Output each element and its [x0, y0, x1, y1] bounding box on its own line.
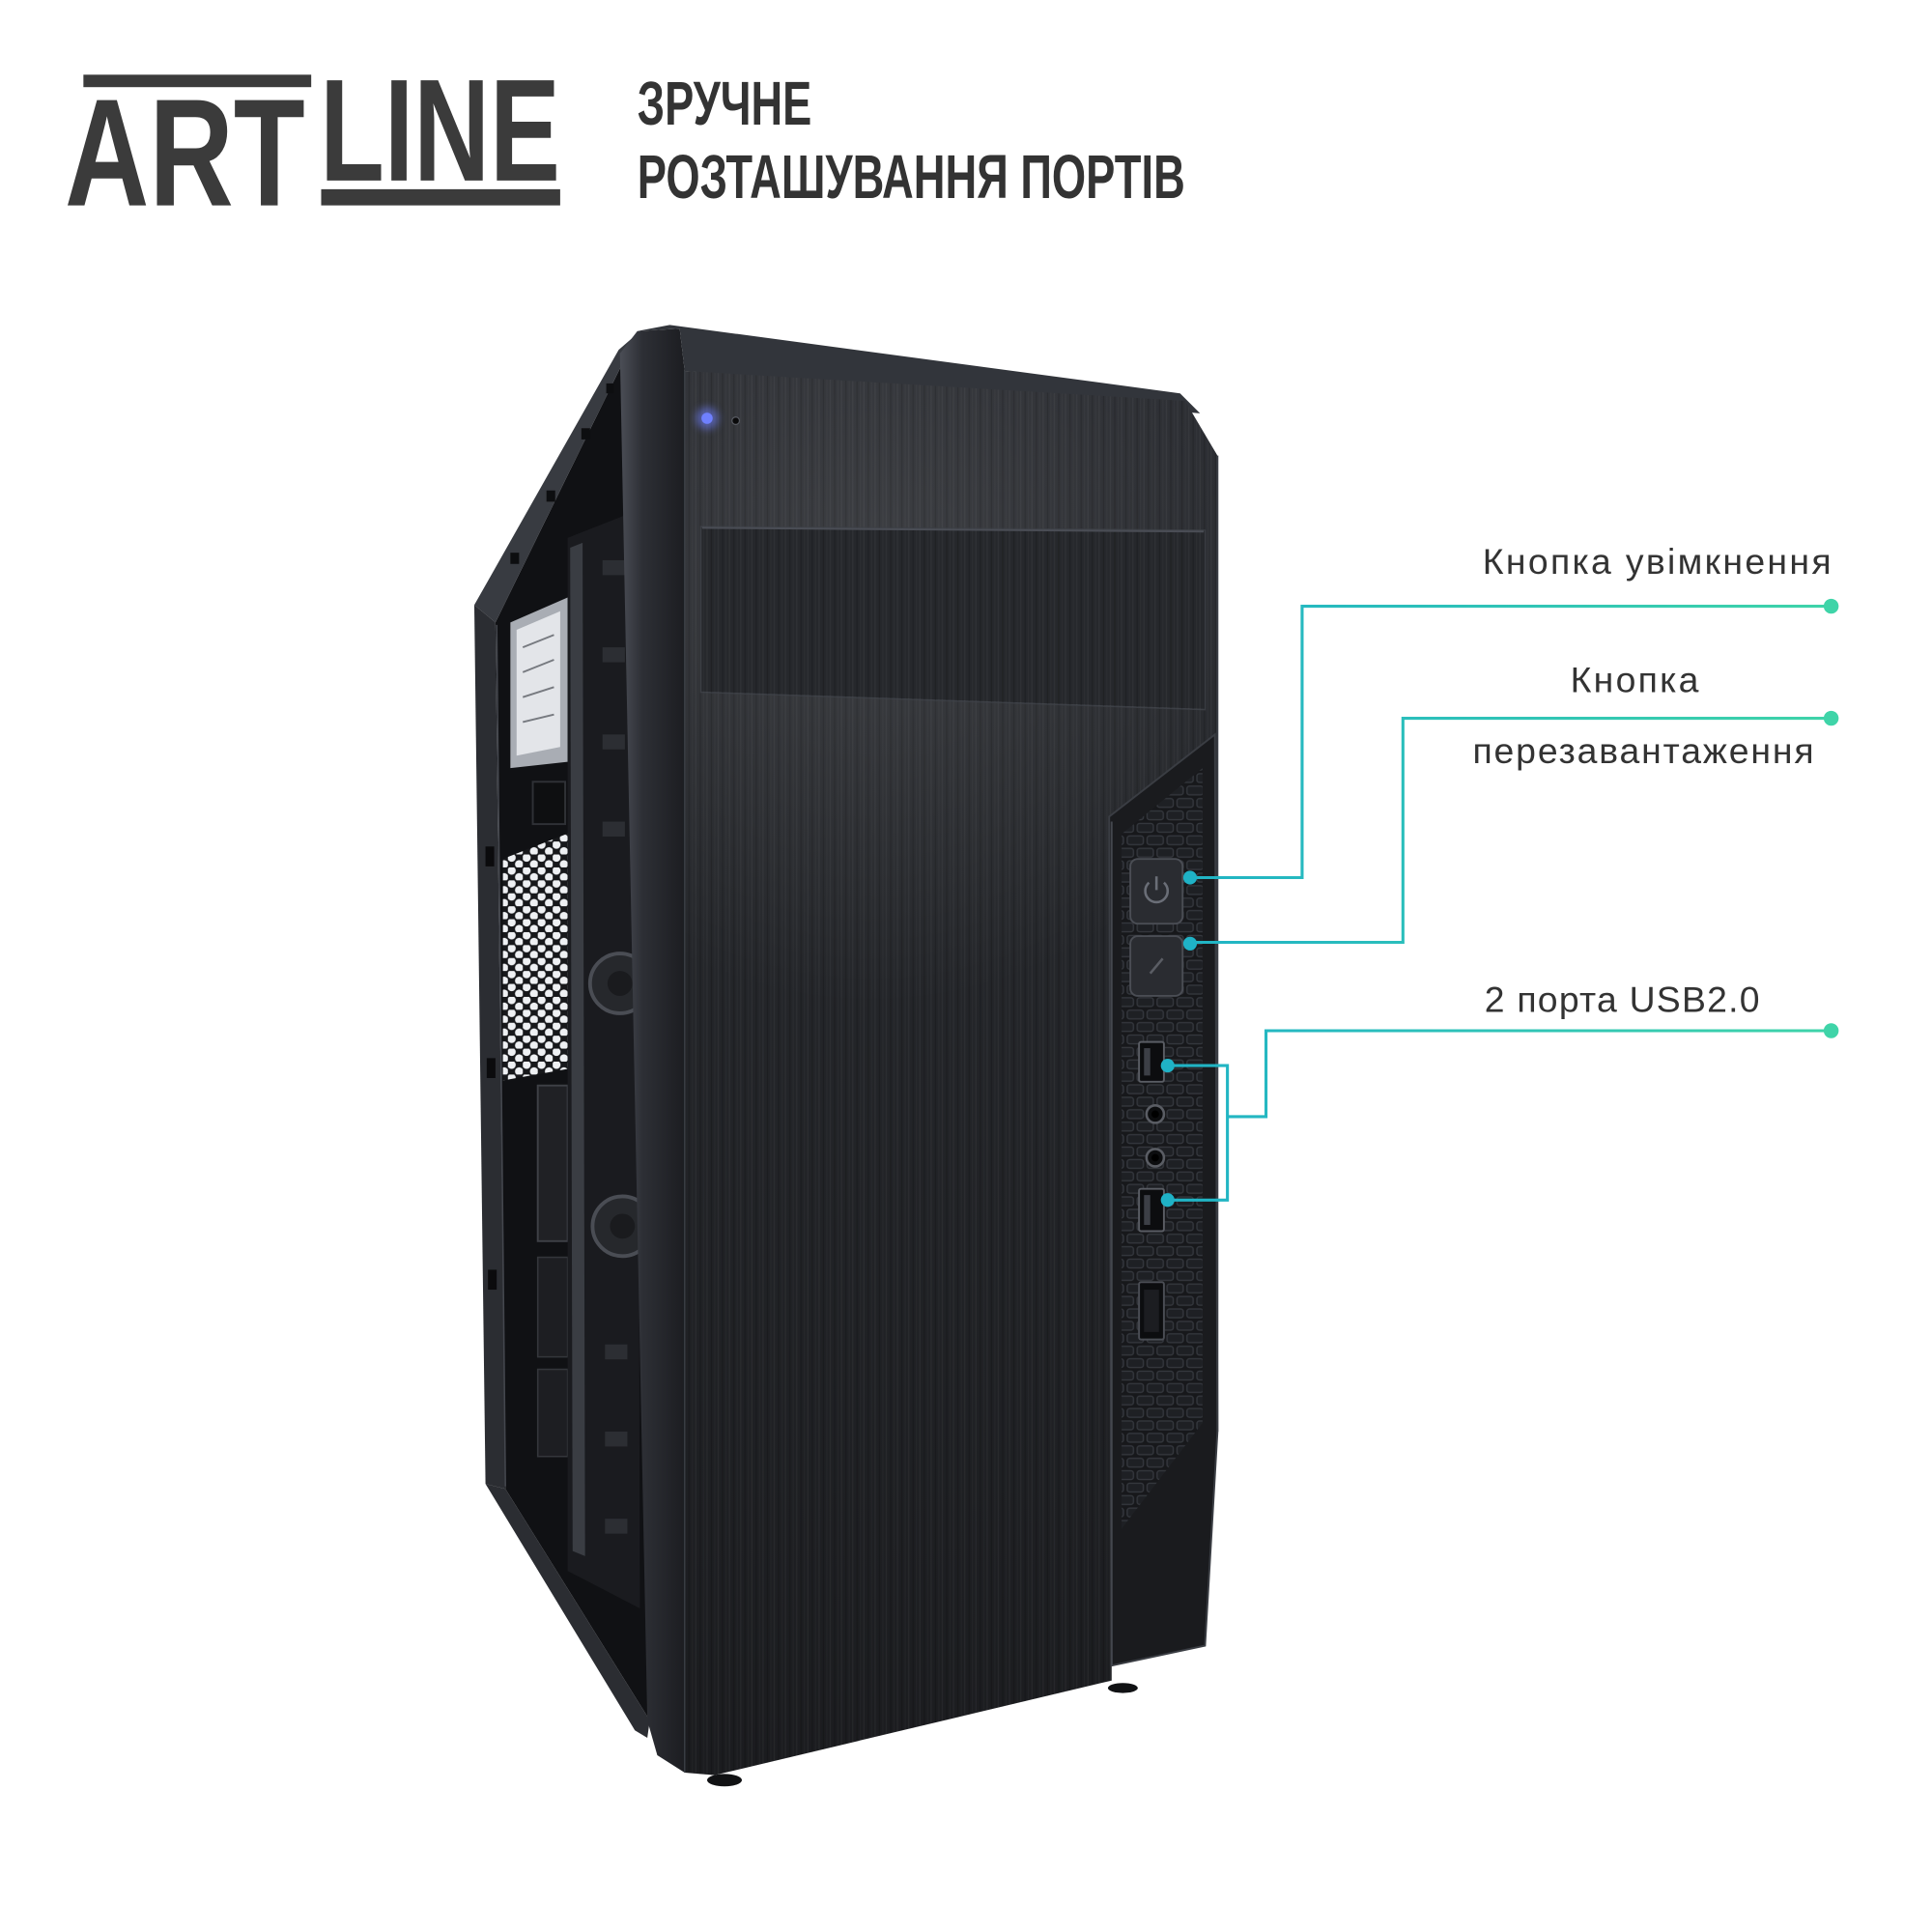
rear-edge [473, 605, 506, 1490]
logo-text-art: ART [65, 68, 305, 239]
drive-cage-tab [602, 821, 625, 837]
logo-text-line: LINE [320, 49, 560, 212]
interior-fan-hub [610, 1213, 636, 1239]
rear-edge-fold [496, 624, 506, 1487]
audio-jack-hole [1151, 1153, 1159, 1162]
callout-label-reset-button-line-2: перезавантаження [1472, 730, 1813, 771]
usb-port [1138, 1040, 1165, 1083]
callout-dot-usb-port-1 [1160, 1059, 1175, 1073]
callout-power-button: Кнопка увімкнення [1182, 541, 1839, 885]
extra-port-inner [1144, 1290, 1159, 1332]
rear-fan-grille [502, 831, 573, 1081]
rear-edge-hole [488, 1269, 497, 1291]
callout-dot-label-end [1823, 598, 1839, 614]
extra-port [1138, 1281, 1165, 1341]
audio-jack-hole [1151, 1110, 1159, 1119]
logo-top-bar [83, 74, 312, 88]
reset-button [1129, 935, 1184, 997]
case-foot [706, 1774, 743, 1787]
power-supply-label-line [522, 659, 554, 673]
callout-line-usb-ports [1227, 1029, 1832, 1119]
expansion-slot-cover [536, 1256, 569, 1358]
power-icon [1144, 881, 1169, 904]
callout-dot-reset-button [1182, 936, 1198, 951]
case-foot [1107, 1683, 1138, 1693]
power-supply [510, 597, 568, 769]
drive-cage-rail [570, 542, 585, 1556]
reset-icon [1149, 957, 1164, 975]
drive-cage [567, 510, 655, 1608]
top-rail-cutout [606, 383, 614, 394]
rear-edge-hole [486, 1058, 496, 1078]
drive-cage-tab [605, 1344, 628, 1360]
pc-case [473, 325, 1219, 1787]
power-led-icon [701, 412, 713, 424]
drive-bay-cover-texture [700, 526, 1206, 710]
drive-bay-cover-top-highlight [701, 526, 1205, 533]
usb-port-icon [1138, 1187, 1165, 1233]
expansion-slot-cover [536, 1368, 569, 1458]
drive-cage-tab [605, 1519, 628, 1534]
front-panel-top-bevel [637, 325, 1201, 413]
drive-cage-tab [602, 647, 625, 663]
power-supply-label [516, 611, 560, 756]
usb-port-tongue [1144, 1195, 1151, 1226]
power-supply-label-line [523, 713, 554, 724]
heading-line-1: ЗРУЧНЕ [638, 69, 811, 138]
power-supply-label-line [522, 634, 554, 649]
callout-dot-usb-port-2 [1160, 1193, 1175, 1208]
drive-cage-tab [602, 734, 625, 750]
interior-fan-hub [607, 971, 633, 996]
logo-bottom-bar [321, 188, 560, 206]
drive-bay-cover [699, 526, 1207, 711]
callout-line-power-button [1192, 605, 1832, 880]
callout-dot-label-end [1823, 1023, 1839, 1038]
callout-label-power-button: Кнопка увімкнення [1483, 541, 1832, 582]
callout-reset-button: Кнопка перезавантаження [1182, 659, 1839, 951]
power-supply-label-line [522, 686, 554, 698]
front-panel-left-edge [619, 328, 685, 1774]
artline-logo: ART LINE [65, 49, 560, 239]
callout-label-usb-ports: 2 порта USB2.0 [1485, 980, 1760, 1020]
callout-line-reset-button [1192, 717, 1832, 945]
status-led-area [696, 407, 741, 430]
audio-jack [1145, 1148, 1166, 1168]
drive-cage-tab [602, 559, 625, 576]
rear-edge-hole [485, 846, 495, 867]
top-rail [473, 333, 640, 623]
callout-dot-power-button [1182, 870, 1198, 885]
usb-port-icon [1138, 1040, 1165, 1083]
power-button [1129, 858, 1184, 925]
hdd-led-icon [731, 416, 741, 426]
usb-port-tongue [1144, 1048, 1151, 1076]
expansion-slot-bracket [536, 1084, 569, 1242]
callout-label-reset-button-line-1: Кнопка [1571, 659, 1699, 699]
top-rail-cutout [581, 428, 590, 440]
page-heading: ЗРУЧНЕ РОЗТАШУВАННЯ ПОРТІВ [638, 69, 1185, 212]
callout-bracket-usb-ports [1170, 1064, 1230, 1202]
audio-jack [1145, 1104, 1166, 1124]
bottom-rail [485, 1484, 650, 1738]
top-rail-cutout [510, 553, 520, 564]
front-panel [619, 325, 1219, 1776]
drive-cage-body [567, 510, 640, 1608]
callout-dot-label-end [1823, 710, 1839, 726]
callout-usb-ports: 2 порта USB2.0 [1160, 980, 1839, 1208]
rear-connector [531, 781, 567, 826]
power-button-cap [1129, 858, 1184, 925]
case-interior [473, 333, 655, 1738]
heading-line-2: РОЗТАШУВАННЯ ПОРТІВ [638, 142, 1185, 212]
usb-port [1138, 1187, 1165, 1233]
drive-cage-tab [605, 1431, 628, 1447]
top-rail-cutout [546, 490, 555, 502]
